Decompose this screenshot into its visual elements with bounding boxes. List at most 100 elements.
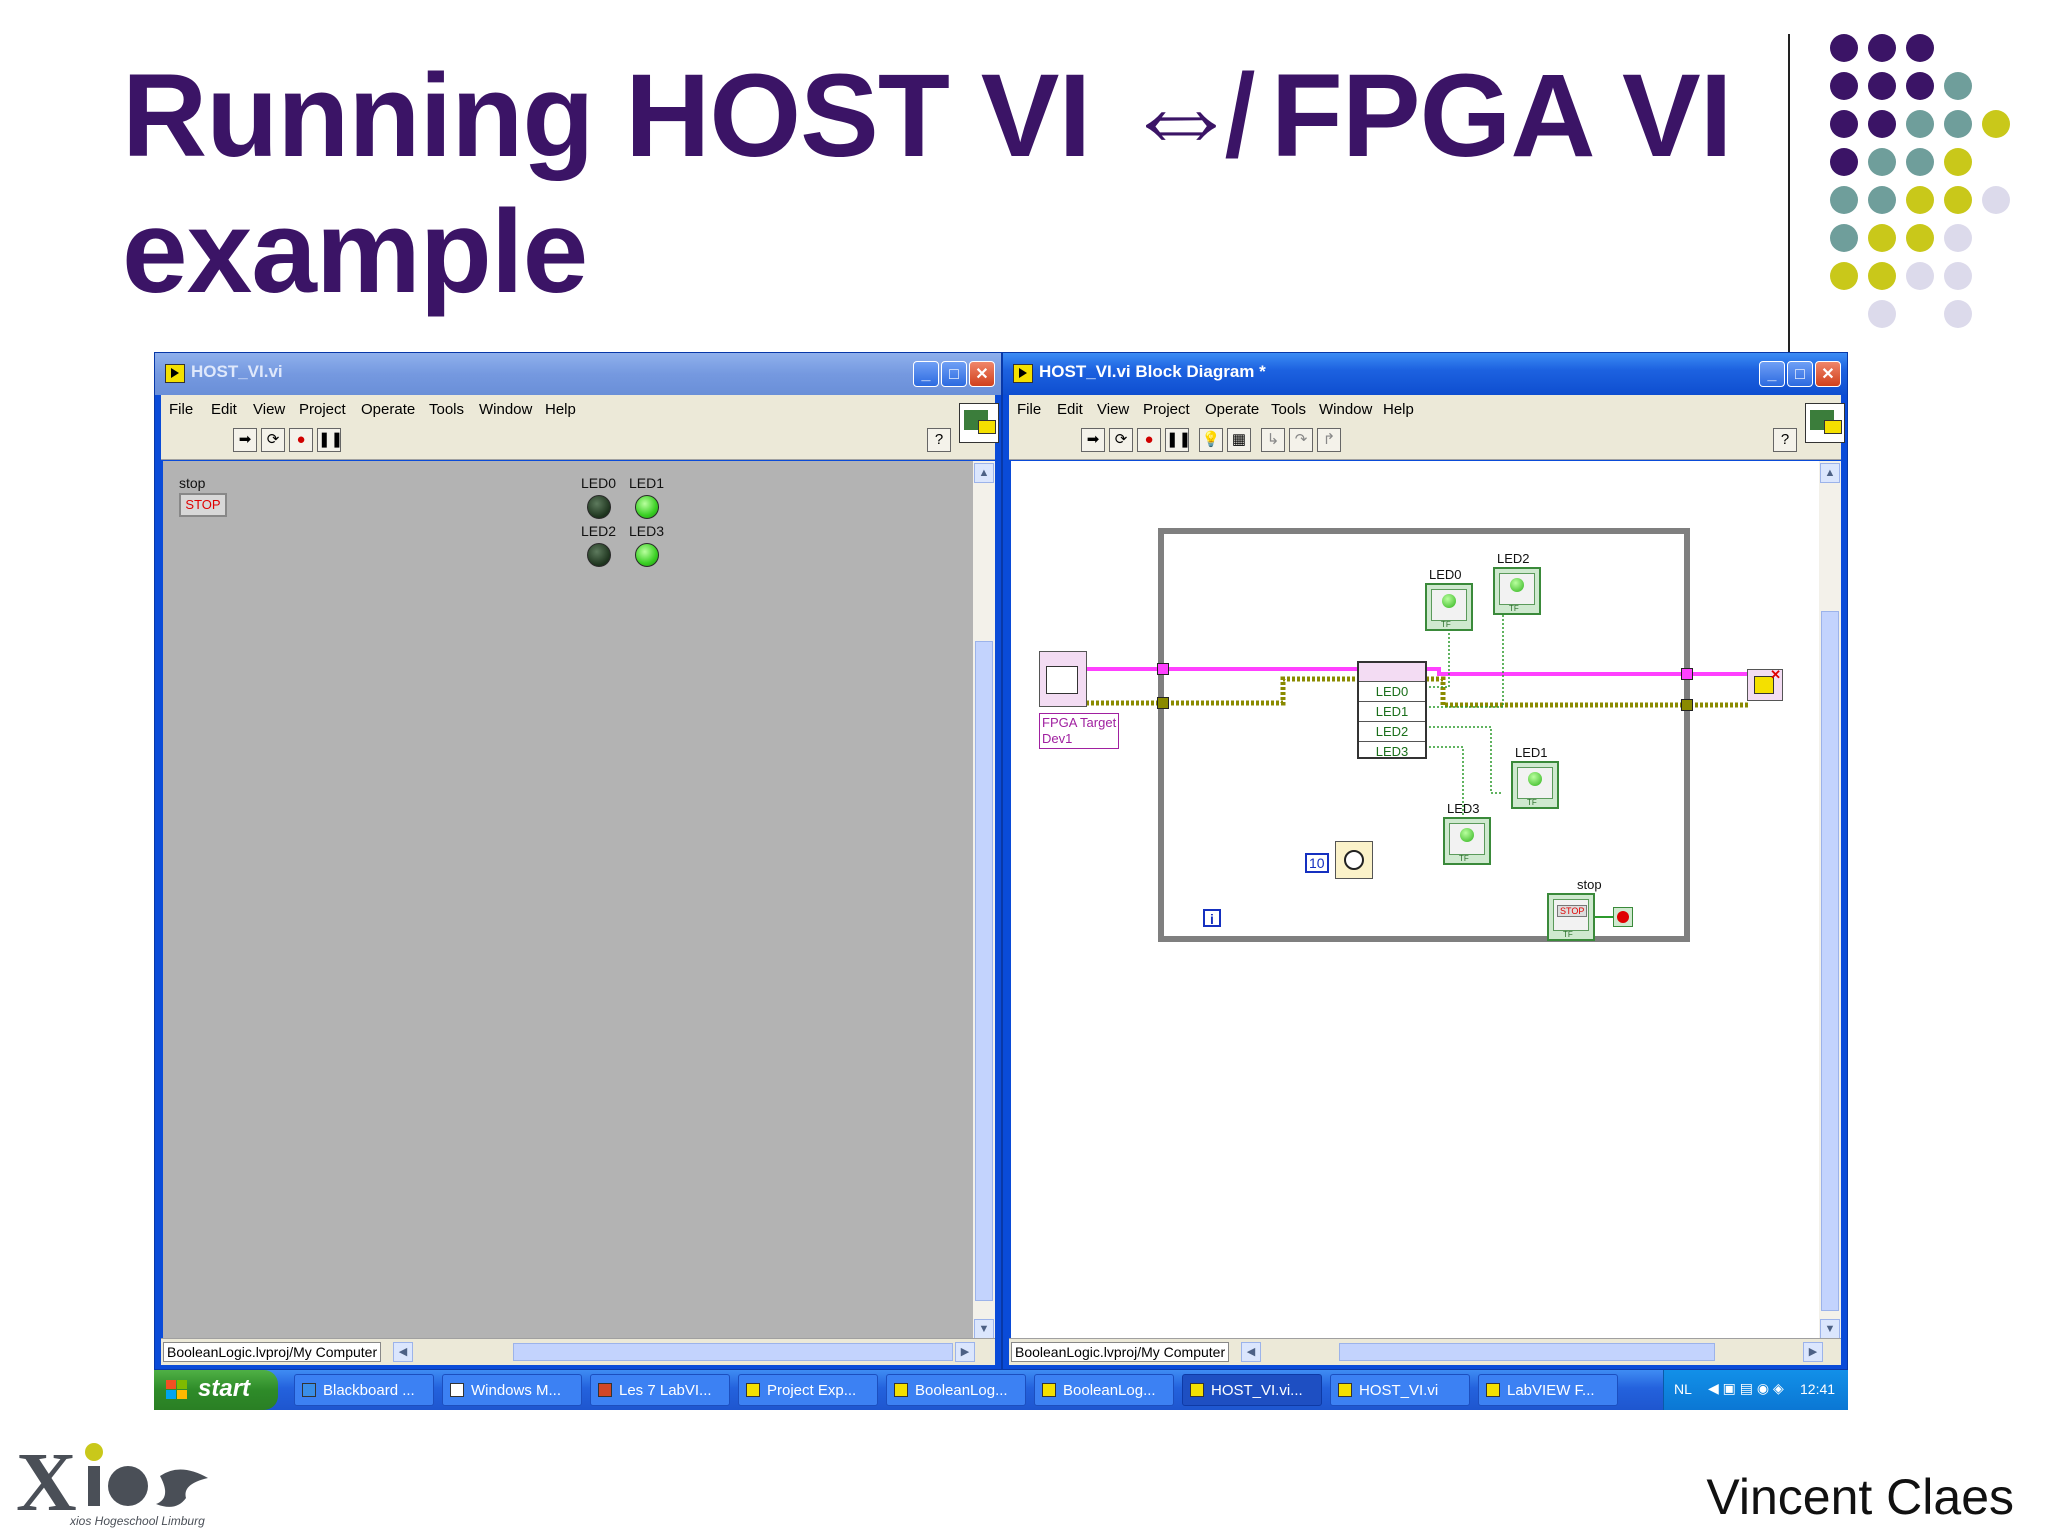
menu-file[interactable]: File [1017,401,1042,418]
help-icon[interactable]: ? [1773,428,1797,452]
decorative-dot [1906,148,1934,176]
scroll-down-arrow[interactable]: ▼ [974,1319,994,1339]
menu-file[interactable]: File [169,401,194,418]
taskbar-button-label: Blackboard ... [323,1382,415,1399]
taskbar-button[interactable]: HOST_VI.vi [1330,1374,1470,1406]
abort-icon[interactable]: ● [1137,428,1161,452]
open-fpga-reference-node[interactable] [1039,651,1087,707]
taskbar-button[interactable]: Project Exp... [738,1374,878,1406]
led1-terminal[interactable]: TF [1511,761,1559,809]
scroll-left-arrow[interactable]: ◀ [393,1342,413,1362]
abort-icon[interactable]: ● [289,428,313,452]
taskbar-button[interactable]: HOST_VI.vi... [1182,1374,1322,1406]
horizontal-scrollbar[interactable] [1339,1343,1715,1361]
menu-tools[interactable]: Tools [1271,401,1307,418]
scroll-thumb[interactable] [975,641,993,1301]
read-write-control-node[interactable]: LED0 LED1 LED2 LED3 [1357,661,1427,759]
stop-terminal[interactable]: STOP TF [1547,893,1595,941]
led1-terminal-label: LED1 [1515,745,1548,760]
menu-edit[interactable]: Edit [1057,401,1083,418]
menu-tools[interactable]: Tools [429,401,465,418]
decorative-dot [1944,224,1972,252]
loop-tunnel [1157,663,1169,675]
wait-constant[interactable]: 10 [1305,853,1329,873]
vi-connector-icon[interactable] [1805,403,1845,443]
taskbar-button[interactable]: BooleanLog... [1034,1374,1174,1406]
run-arrow-icon[interactable]: ➡ [233,428,257,452]
scroll-thumb[interactable] [1821,611,1839,1311]
window-title: HOST_VI.vi [191,362,283,381]
stop-button[interactable]: STOP [179,493,227,517]
highlight-execution-icon[interactable]: 💡 [1199,428,1223,452]
refnum-wire [1421,667,1751,676]
block-diagram-canvas: FPGA Target Dev1 LED0 LED1 LED2 LED3 LED… [1011,461,1819,1341]
menu-bar: File Edit View Project Operate Tools Win… [161,395,995,423]
start-label: start [198,1375,251,1402]
scroll-up-arrow[interactable]: ▲ [1820,463,1840,483]
taskbar-button[interactable]: BooleanLog... [886,1374,1026,1406]
wait-ms-icon[interactable] [1335,841,1373,879]
scroll-right-arrow[interactable]: ▶ [1803,1342,1823,1362]
menu-view[interactable]: View [1097,401,1130,418]
menu-window[interactable]: Window [479,401,533,418]
front-panel-titlebar[interactable]: HOST_VI.vi _ □ ✕ [155,353,1001,395]
run-continuously-icon[interactable]: ⟳ [1109,428,1133,452]
step-out-icon[interactable]: ↱ [1317,428,1341,452]
close-fpga-reference-node[interactable]: ✕ [1747,667,1783,701]
taskbar-button[interactable]: Blackboard ... [294,1374,434,1406]
taskbar-button-label: BooleanLog... [915,1382,1008,1399]
minimize-button[interactable]: _ [913,361,939,387]
pause-icon[interactable]: ❚❚ [317,428,343,452]
taskbar-button[interactable]: Les 7 LabVI... [590,1374,730,1406]
led3-terminal[interactable]: TF [1443,817,1491,865]
vertical-scrollbar[interactable]: ▲ ▼ [1819,461,1841,1341]
front-panel-canvas: stop STOP LED0 LED1 LED2 LED3 [163,461,973,1341]
language-indicator[interactable]: NL [1674,1381,1692,1397]
decorative-dot [1830,72,1858,100]
menu-help[interactable]: Help [1383,401,1414,418]
scroll-down-arrow[interactable]: ▼ [1820,1319,1840,1339]
run-continuously-icon[interactable]: ⟳ [261,428,285,452]
decorative-dot [1868,262,1896,290]
menu-operate[interactable]: Operate [1205,401,1260,418]
led2-label: LED2 [581,523,617,539]
maximize-button[interactable]: □ [1787,361,1813,387]
decorative-dot [1830,262,1858,290]
taskbar-button[interactable]: Windows M... [442,1374,582,1406]
menu-view[interactable]: View [253,401,286,418]
vi-connector-icon[interactable] [959,403,999,443]
retain-wire-values-icon[interactable]: ▦ [1227,428,1251,452]
step-into-icon[interactable]: ↳ [1261,428,1285,452]
led0-terminal[interactable]: TF [1425,583,1473,631]
vertical-scrollbar[interactable]: ▲ ▼ [973,461,995,1341]
block-diagram-titlebar[interactable]: HOST_VI.vi Block Diagram * _ □ ✕ [1003,353,1847,395]
run-arrow-icon[interactable]: ➡ [1081,428,1105,452]
labview-icon [165,364,185,383]
menu-project[interactable]: Project [1143,401,1190,418]
title-divider [1788,34,1790,352]
led2-terminal[interactable]: TF [1493,567,1541,615]
menu-help[interactable]: Help [545,401,576,418]
menu-window[interactable]: Window [1319,401,1373,418]
menu-operate[interactable]: Operate [361,401,416,418]
scroll-left-arrow[interactable]: ◀ [1241,1342,1261,1362]
start-button[interactable]: start [154,1370,278,1410]
close-button[interactable]: ✕ [1815,361,1841,387]
pause-icon[interactable]: ❚❚ [1165,428,1191,452]
close-button[interactable]: ✕ [969,361,995,387]
maximize-button[interactable]: □ [941,361,967,387]
step-over-icon[interactable]: ↷ [1289,428,1313,452]
horizontal-scrollbar[interactable] [513,1343,953,1361]
menu-project[interactable]: Project [299,401,346,418]
minimize-button[interactable]: _ [1759,361,1785,387]
menu-edit[interactable]: Edit [211,401,237,418]
slide-title-line1: Running HOST VI ⇎ FPGA VI [122,50,1732,182]
scroll-up-arrow[interactable]: ▲ [974,463,994,483]
scroll-right-arrow[interactable]: ▶ [955,1342,975,1362]
help-icon[interactable]: ? [927,428,951,452]
loop-tunnel [1681,668,1693,680]
decorative-dot [1830,224,1858,252]
loop-condition-terminal[interactable] [1613,907,1633,927]
taskbar-button[interactable]: LabVIEW F... [1478,1374,1618,1406]
labview-icon [746,1383,760,1397]
